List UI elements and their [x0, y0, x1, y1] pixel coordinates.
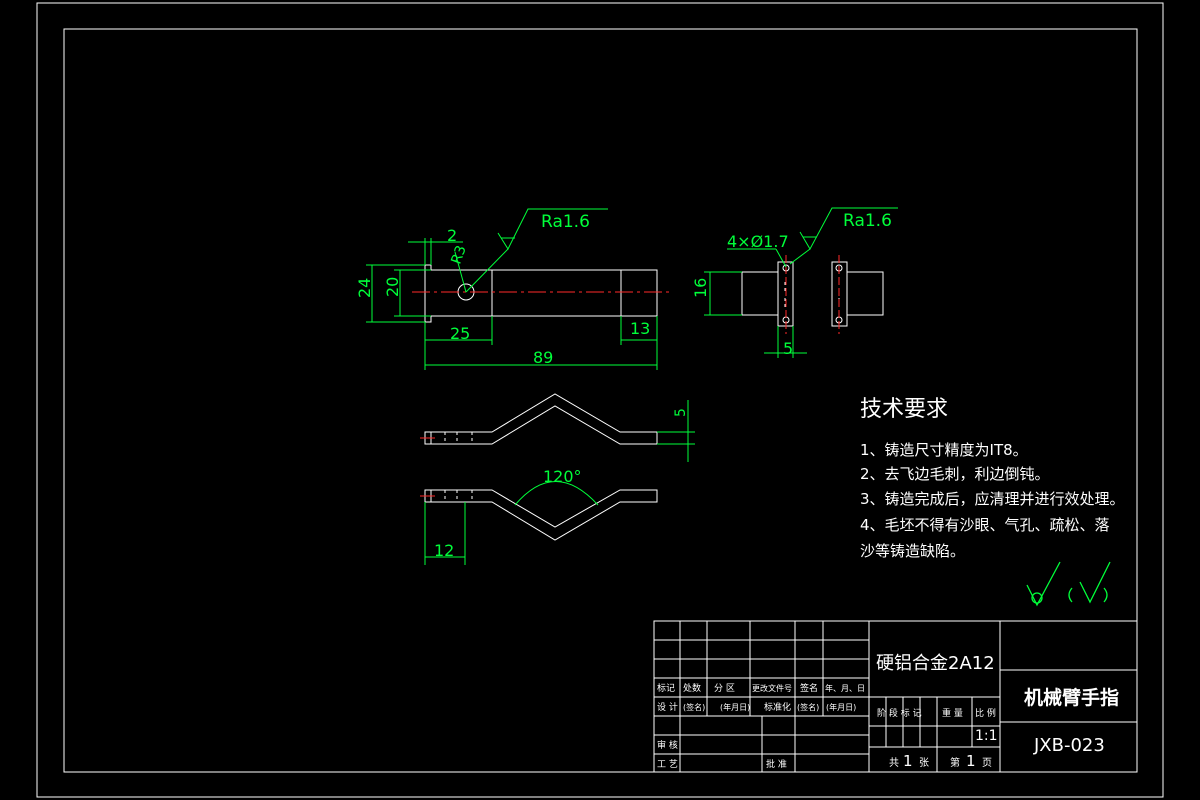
tb-label-sign: 签名 — [800, 682, 818, 694]
dim-5-side: 5 — [673, 408, 689, 417]
tb-label-mark: 标记 — [657, 682, 675, 694]
tb-label-change-doc: 更改文件号 — [752, 683, 792, 693]
requirement-1: 1、铸造尺寸精度为IT8。 — [860, 441, 1028, 459]
tb-design-sign: (签名) — [683, 702, 705, 712]
general-roughness-symbol — [1026, 561, 1111, 607]
tb-total-suffix: 张 — [919, 757, 929, 769]
tb-stage-mark: 阶 段 标 记 — [877, 707, 922, 719]
tb-design: 设 计 — [657, 701, 678, 713]
side-view-2-dimensions — [424, 481, 599, 565]
tb-standardize-sign: (签名) — [797, 702, 819, 712]
dim-13: 13 — [630, 319, 650, 338]
dim-20: 20 — [383, 277, 402, 297]
roughness-right: Ra1.6 — [843, 211, 892, 231]
dim-12: 12 — [434, 541, 454, 560]
tb-label-zone: 分 区 — [714, 683, 735, 694]
roughness-left: Ra1.6 — [541, 212, 590, 232]
dim-r3: R3 — [448, 243, 469, 266]
tb-design-date: (年月日) — [720, 702, 750, 712]
dim-16: 16 — [691, 278, 710, 298]
top-view — [424, 264, 658, 323]
tb-sheet-prefix: 第 — [950, 756, 960, 769]
material: 硬铝合金2A12 — [876, 653, 995, 674]
dim-120: 120° — [543, 467, 582, 486]
tb-label-date: 年、月、日 — [825, 683, 865, 693]
tb-total-sheets: 1 — [903, 752, 913, 770]
top-view-outline — [424, 264, 658, 323]
requirement-3: 3、铸造完成后，应清理并进行效处理。 — [860, 490, 1125, 508]
tb-standardize-date: (年月日) — [826, 702, 856, 712]
end-view — [741, 261, 884, 327]
tb-ratio: 比 例 — [975, 707, 996, 719]
end-view-stub — [741, 271, 779, 316]
tb-process: 工 艺 — [657, 759, 678, 770]
requirements-title: 技术要求 — [860, 397, 948, 422]
part-name: 机械臂手指 — [1024, 686, 1119, 709]
top-view-dimensions — [366, 208, 658, 370]
scale: 1:1 — [975, 728, 998, 744]
tb-total-prefix: 共 — [889, 757, 899, 769]
inner-frame — [63, 28, 1138, 773]
end-view-block — [846, 271, 884, 316]
drawing-number: JXB-023 — [1033, 735, 1105, 756]
angle-arc — [514, 481, 599, 506]
title-block — [653, 620, 1138, 773]
requirement-4: 4、毛坯不得有沙眼、气孔、疏松、落 — [860, 516, 1110, 534]
outer-frame — [36, 2, 1164, 798]
side-view-1-dimensions — [657, 400, 695, 462]
end-view-dimensions — [704, 207, 898, 358]
dim-2: 2 — [447, 226, 457, 245]
tb-label-count: 处数 — [683, 682, 701, 694]
side-view-2 — [424, 489, 658, 541]
side-view-2-outline — [424, 489, 658, 541]
dim-25: 25 — [450, 324, 470, 343]
dim-holes: 4×Ø1.7 — [727, 232, 789, 251]
tb-standardize: 标准化 — [764, 701, 791, 713]
dim-24: 24 — [355, 278, 374, 298]
dim-5-top: 5 — [783, 339, 793, 358]
tb-review: 审 核 — [657, 739, 678, 751]
side-view-1-outline — [424, 393, 658, 445]
tb-sheet-no: 1 — [966, 752, 976, 770]
dim-89: 89 — [533, 348, 553, 367]
tb-approve: 批 准 — [766, 758, 787, 770]
side-view-1 — [424, 393, 658, 445]
tb-weight: 重 量 — [942, 707, 963, 719]
tb-sheet-suffix: 页 — [982, 757, 992, 769]
requirement-4-cont: 沙等铸造缺陷。 — [860, 542, 965, 560]
requirement-2: 2、去飞边毛刺，利边倒钝。 — [860, 465, 1050, 483]
